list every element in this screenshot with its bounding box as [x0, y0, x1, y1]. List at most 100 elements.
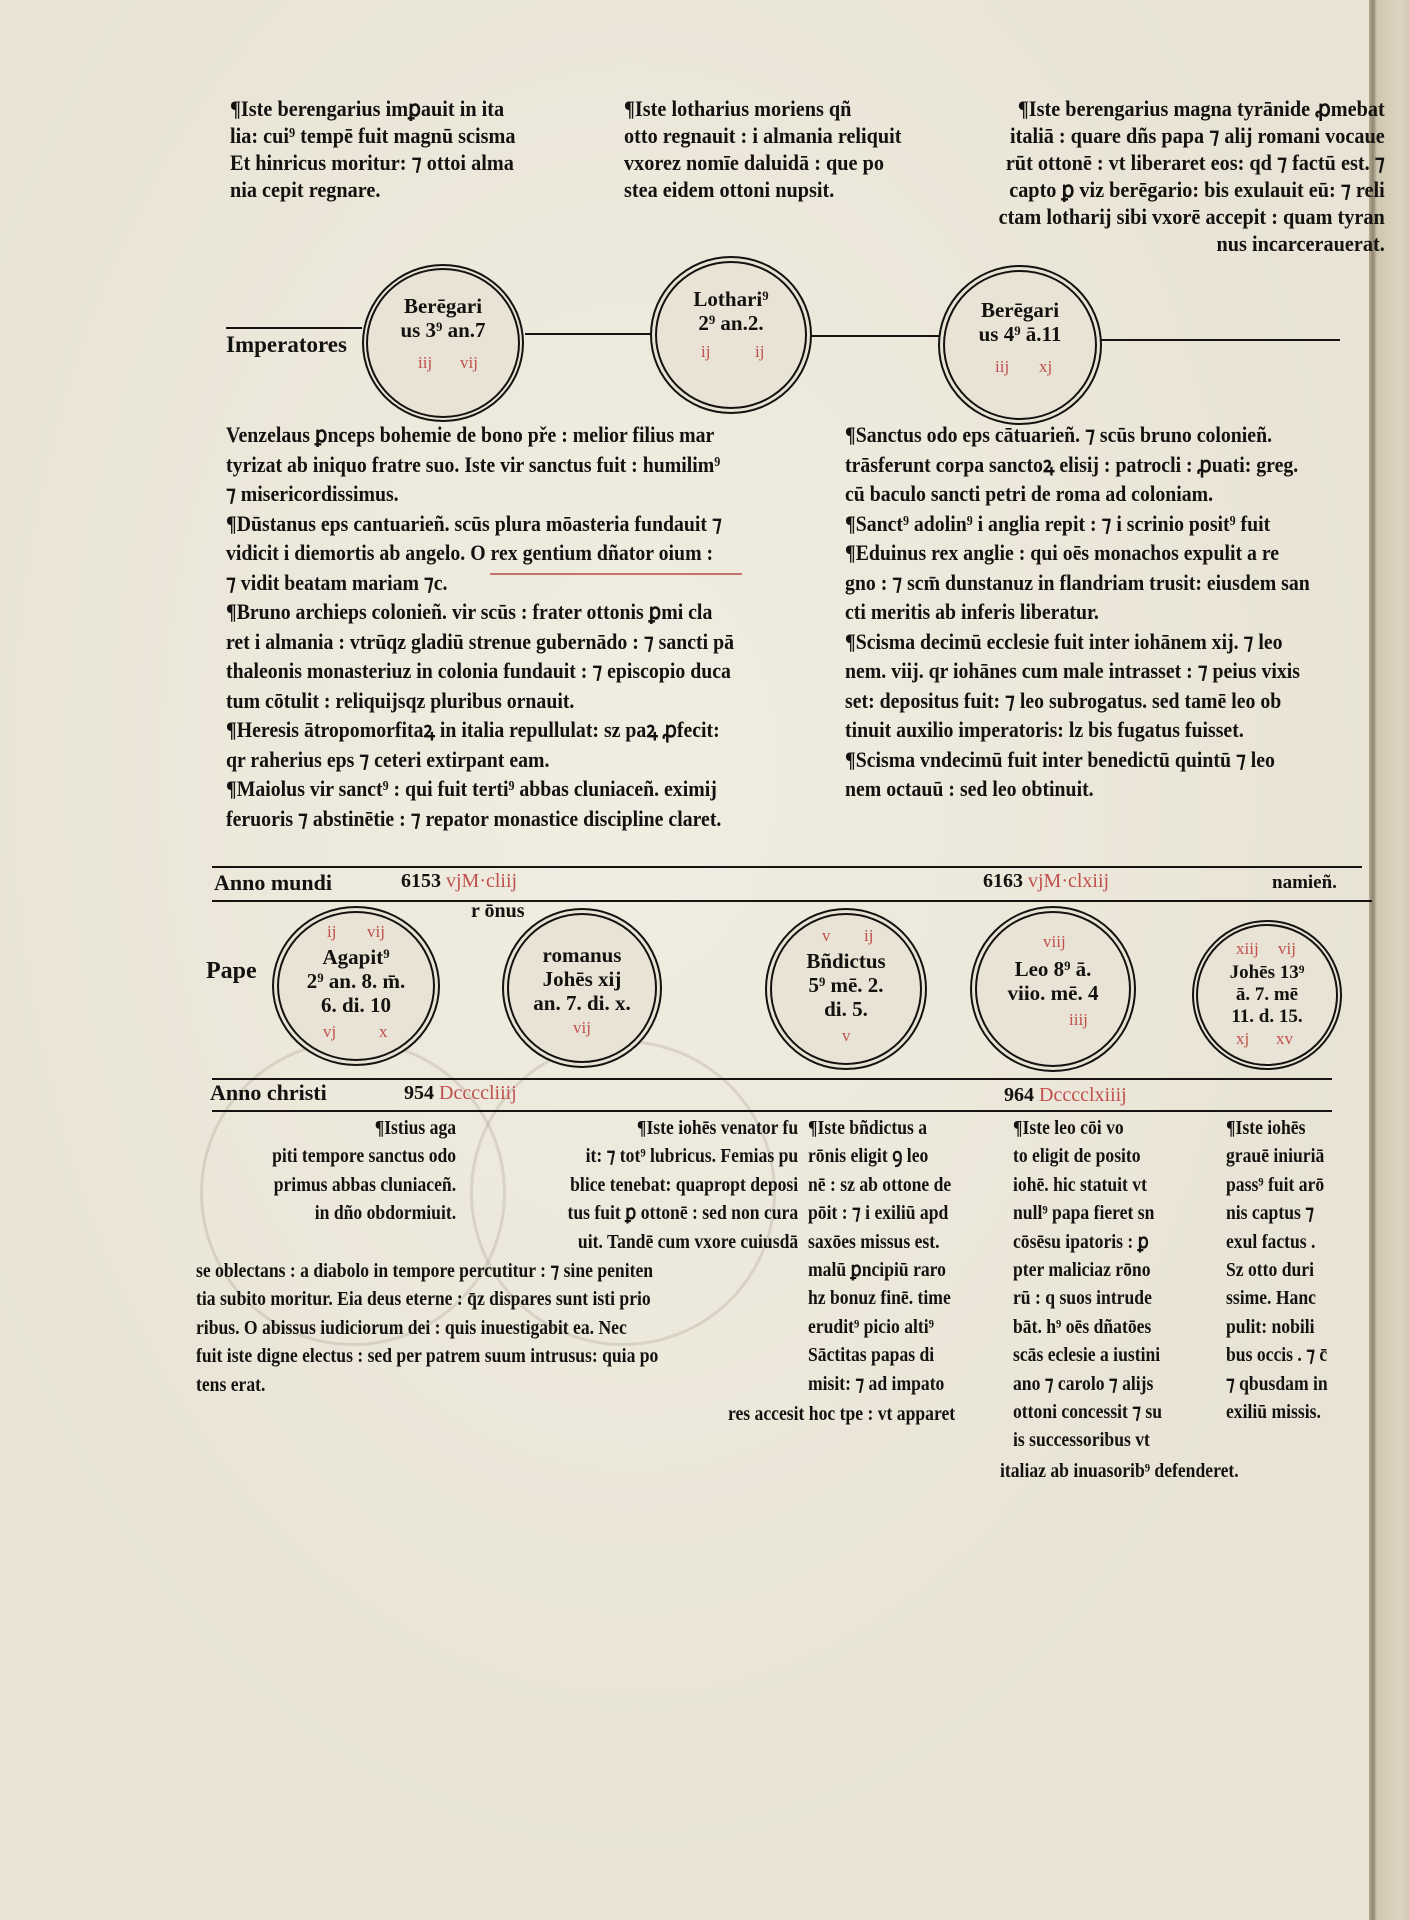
pope-name: Leo 8⁹ ā.viio. mē. 4 [977, 957, 1129, 1005]
text-line: it: ⁊ tot⁹ lubricus. Femias pu [585, 1145, 798, 1168]
text-line: ¶Maiolus vir sanct⁹ : qui fuit terti⁹ ab… [226, 776, 717, 801]
text-line: tens erat. [196, 1373, 266, 1396]
text-line: ¶Iste berengarius magna tyrānide ꝓmebat [1018, 96, 1385, 121]
text-line: res accesit hoc tpe : vt apparet [728, 1403, 956, 1425]
text-line: Et hinricus moritur: ⁊ ottoi alma [230, 150, 514, 175]
text-line: ssime. Hanc [1226, 1287, 1316, 1310]
anno-mundi-top-rule [212, 866, 1362, 868]
text-line: Sz otto duri [1226, 1259, 1314, 1282]
text-line: ctam lotharij sibi vxorē accepit : quam … [998, 204, 1385, 229]
rubric-numeral: x [379, 1022, 388, 1041]
pope-circle-leo-viii: Leo 8⁹ ā.viio. mē. 4 viij iiij [970, 906, 1136, 1072]
emperor-line [1100, 339, 1340, 341]
middle-right-entries: ¶Sanctus odo eps cātuarieñ. ⁊ scūs bruno… [845, 420, 1310, 804]
anno-mundi-right-note: namieñ. [1272, 872, 1337, 893]
emperors-label: Imperatores [226, 332, 347, 357]
rubric-numeral: ij [864, 926, 874, 945]
year-arabic: 6163 [983, 870, 1023, 892]
popes-label: Pape [206, 958, 257, 984]
circle-line: Berēgari [980, 298, 1060, 322]
text-line: trāsferunt corpa sanctoꝝ elisij : patroc… [845, 451, 1299, 477]
text-line: erudit⁹ picio alti⁹ [808, 1315, 934, 1338]
text-line: ¶Scisma decimū ecclesie fuit inter iohān… [845, 628, 1283, 654]
text-line: tum cōtulit : reliquijsqz pluribus ornau… [226, 687, 575, 713]
text-line: is successoribus vt [1013, 1429, 1150, 1452]
text-line: rūt ottonē : vt liberaret eos: qd ⁊ fact… [1006, 150, 1385, 175]
text-line: tus fuit ꝑ ottonē : sed non cura [567, 1202, 798, 1225]
text-line: vxorez nomīe daluidā : que po [624, 150, 884, 175]
text-line: Sāctitas papas di [808, 1344, 935, 1367]
text-line: ribus. O abissus iudiciorum dei : quis i… [196, 1316, 627, 1339]
emperor-line [810, 335, 940, 337]
circle-line: viio. mē. 4 [1007, 981, 1099, 1005]
rubric-numeral: xiij [1236, 939, 1259, 958]
text-line: to eligit de posito [1013, 1145, 1141, 1168]
text-line: blice tenebat: quapropt deposi [569, 1173, 798, 1196]
text-line: ⁊ qbusdam in [1226, 1372, 1328, 1395]
text-line: ¶Iste iohēs [1226, 1117, 1306, 1139]
circle-line: 2⁹ an. 8. m̄. [306, 969, 406, 993]
text-line: vidicit i diemortis ab angelo. O rex gen… [226, 540, 714, 565]
text-line: nē : sz ab ottone de [808, 1173, 952, 1196]
text-line: Venzelaus ꝑnceps bohemie de bono pře : m… [226, 422, 715, 447]
rubric-numeral: vij [1278, 939, 1296, 958]
text-line: ¶Iste berengarius imꝑauit in ita [230, 96, 505, 121]
circle-line: us 4⁹ ā.11 [978, 322, 1062, 346]
text-line: pass⁹ fuit arō [1226, 1173, 1325, 1196]
rubric-numeral: viij [1043, 932, 1066, 951]
year-roman: Dccccliiij [439, 1082, 517, 1104]
text-line: saxōes missus est. [808, 1230, 940, 1253]
text-line: cōsēsu ipatoris : ꝑ [1013, 1230, 1149, 1253]
rubric-numeral: v [842, 1026, 851, 1045]
text-line: pulit: nobili [1226, 1315, 1315, 1338]
text-line: ret i almania : vtrūqz gladiū strenue gu… [226, 628, 734, 654]
circle-line: Leo 8⁹ ā. [1014, 957, 1092, 981]
circle-line: Berēgari [403, 294, 483, 318]
text-line: ¶Sanctus odo eps cātuarieñ. ⁊ scūs bruno… [845, 422, 1273, 447]
text-line: ¶Iste lotharius moriens qñ [624, 96, 852, 121]
rubric-underline [490, 573, 742, 575]
text-line: ¶Iste leo cōi vo [1013, 1117, 1124, 1139]
text-line: ¶Sanct⁹ adolin⁹ i anglia repit : ⁊ i scr… [845, 510, 1271, 536]
text-line: exul factus . [1226, 1230, 1316, 1253]
circle-line: us 3⁹ an.7 [400, 318, 486, 342]
text-line: thaleonis monasteriuz in colonia fundaui… [226, 658, 731, 683]
text-line: tinuit auxilio imperatoris: lz bis fugat… [845, 717, 1244, 742]
text-line: uit. Tandē cum vxore cuiusdā [577, 1230, 798, 1253]
text-line: fuit iste digne electus : sed per patrem… [196, 1345, 659, 1368]
text-line: italiā : quare dñs papa ⁊ alij romani vo… [1010, 123, 1385, 148]
circle-line: Johēs xij [542, 967, 622, 991]
rubric-numeral: v [822, 926, 831, 945]
rubric-numeral: xj [1039, 357, 1053, 376]
text-line: ¶Istius aga [374, 1117, 456, 1139]
text-line: se oblectans : a diabolo in tempore perc… [196, 1260, 654, 1282]
anno-christi-year-2: 964 Dcccclxiiij [1004, 1084, 1127, 1107]
text-line: cti meritis ab inferis liberatur. [845, 599, 1099, 624]
emperor-line [226, 327, 362, 329]
text-line: ¶Dūstanus eps cantuarieñ. scūs plura mōa… [226, 510, 722, 536]
anno-mundi-year-2: 6163 vjM·clxiij [983, 870, 1109, 893]
commentary-benedictus-tail: res accesit hoc tpe : vt apparet [728, 1400, 955, 1428]
anno-christi-year-1: 954 Dccccliiij [404, 1082, 517, 1105]
text-line: ⁊ vidit beatam mariam ⁊c. [226, 569, 448, 595]
anno-mundi-bottom-rule [212, 900, 1372, 902]
popes-above-note: r ōnus [471, 900, 525, 922]
book-gutter [1369, 0, 1409, 1920]
text-line: ⁊ misericordissimus. [226, 481, 399, 506]
text-line: ano ⁊ carolo ⁊ alijs [1013, 1372, 1154, 1395]
text-line: bāt. h⁹ oēs dñatōes [1013, 1315, 1152, 1338]
text-line: ¶Heresis ātropomorfitaꝝ in italia repull… [226, 717, 720, 742]
year-roman: Dcccclxiiij [1039, 1084, 1127, 1106]
circle-line: 11. d. 15. [1231, 1006, 1303, 1027]
rubric-numeral: vij [367, 922, 385, 941]
